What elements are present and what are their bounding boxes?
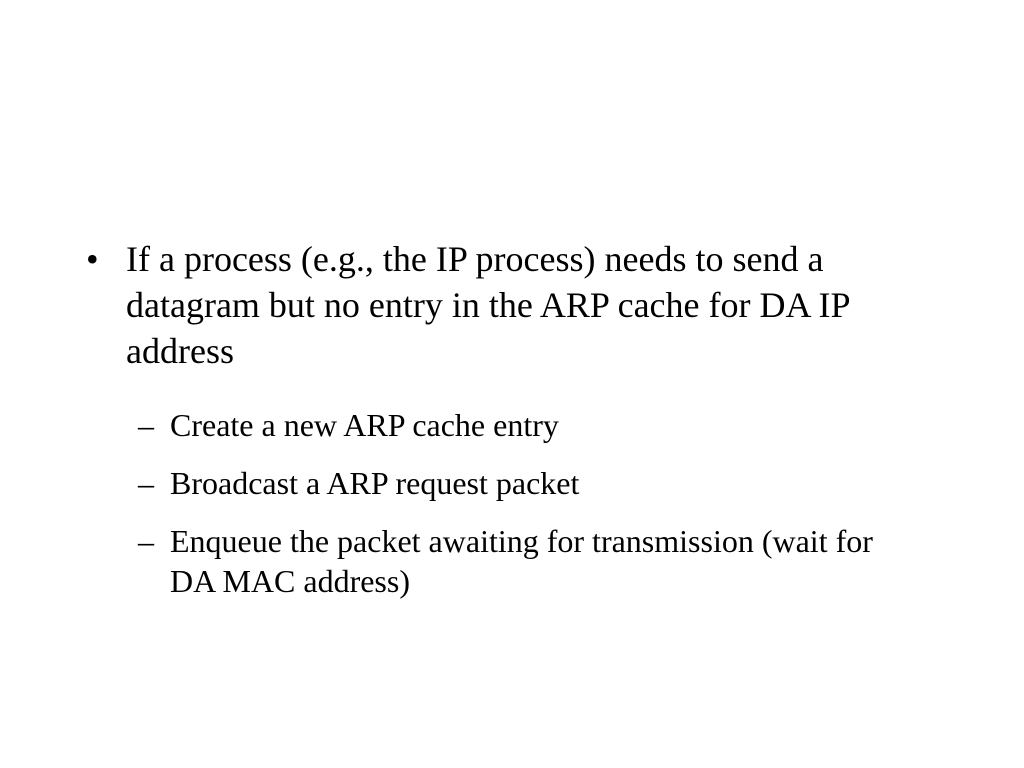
dash-marker: – [138, 523, 154, 559]
main-bullet: • If a process (e.g., the IP process) ne… [86, 236, 906, 374]
sub-bullet-item: – Enqueue the packet awaiting for transm… [138, 521, 918, 601]
main-bullet-row: • If a process (e.g., the IP process) ne… [86, 236, 906, 374]
sub-bullet-item: – Create a new ARP cache entry [138, 405, 918, 445]
sub-bullet-text: Enqueue the packet awaiting for transmis… [170, 523, 873, 599]
sub-bullet-item: – Broadcast a ARP request packet [138, 463, 918, 503]
sub-bullet-text: Create a new ARP cache entry [170, 407, 559, 443]
sub-bullet-text: Broadcast a ARP request packet [170, 465, 580, 501]
main-bullet-text: If a process (e.g., the IP process) need… [126, 239, 850, 371]
bullet-marker: • [86, 239, 99, 279]
dash-marker: – [138, 407, 154, 443]
dash-marker: – [138, 465, 154, 501]
sub-bullet-list: – Create a new ARP cache entry – Broadca… [138, 405, 918, 619]
